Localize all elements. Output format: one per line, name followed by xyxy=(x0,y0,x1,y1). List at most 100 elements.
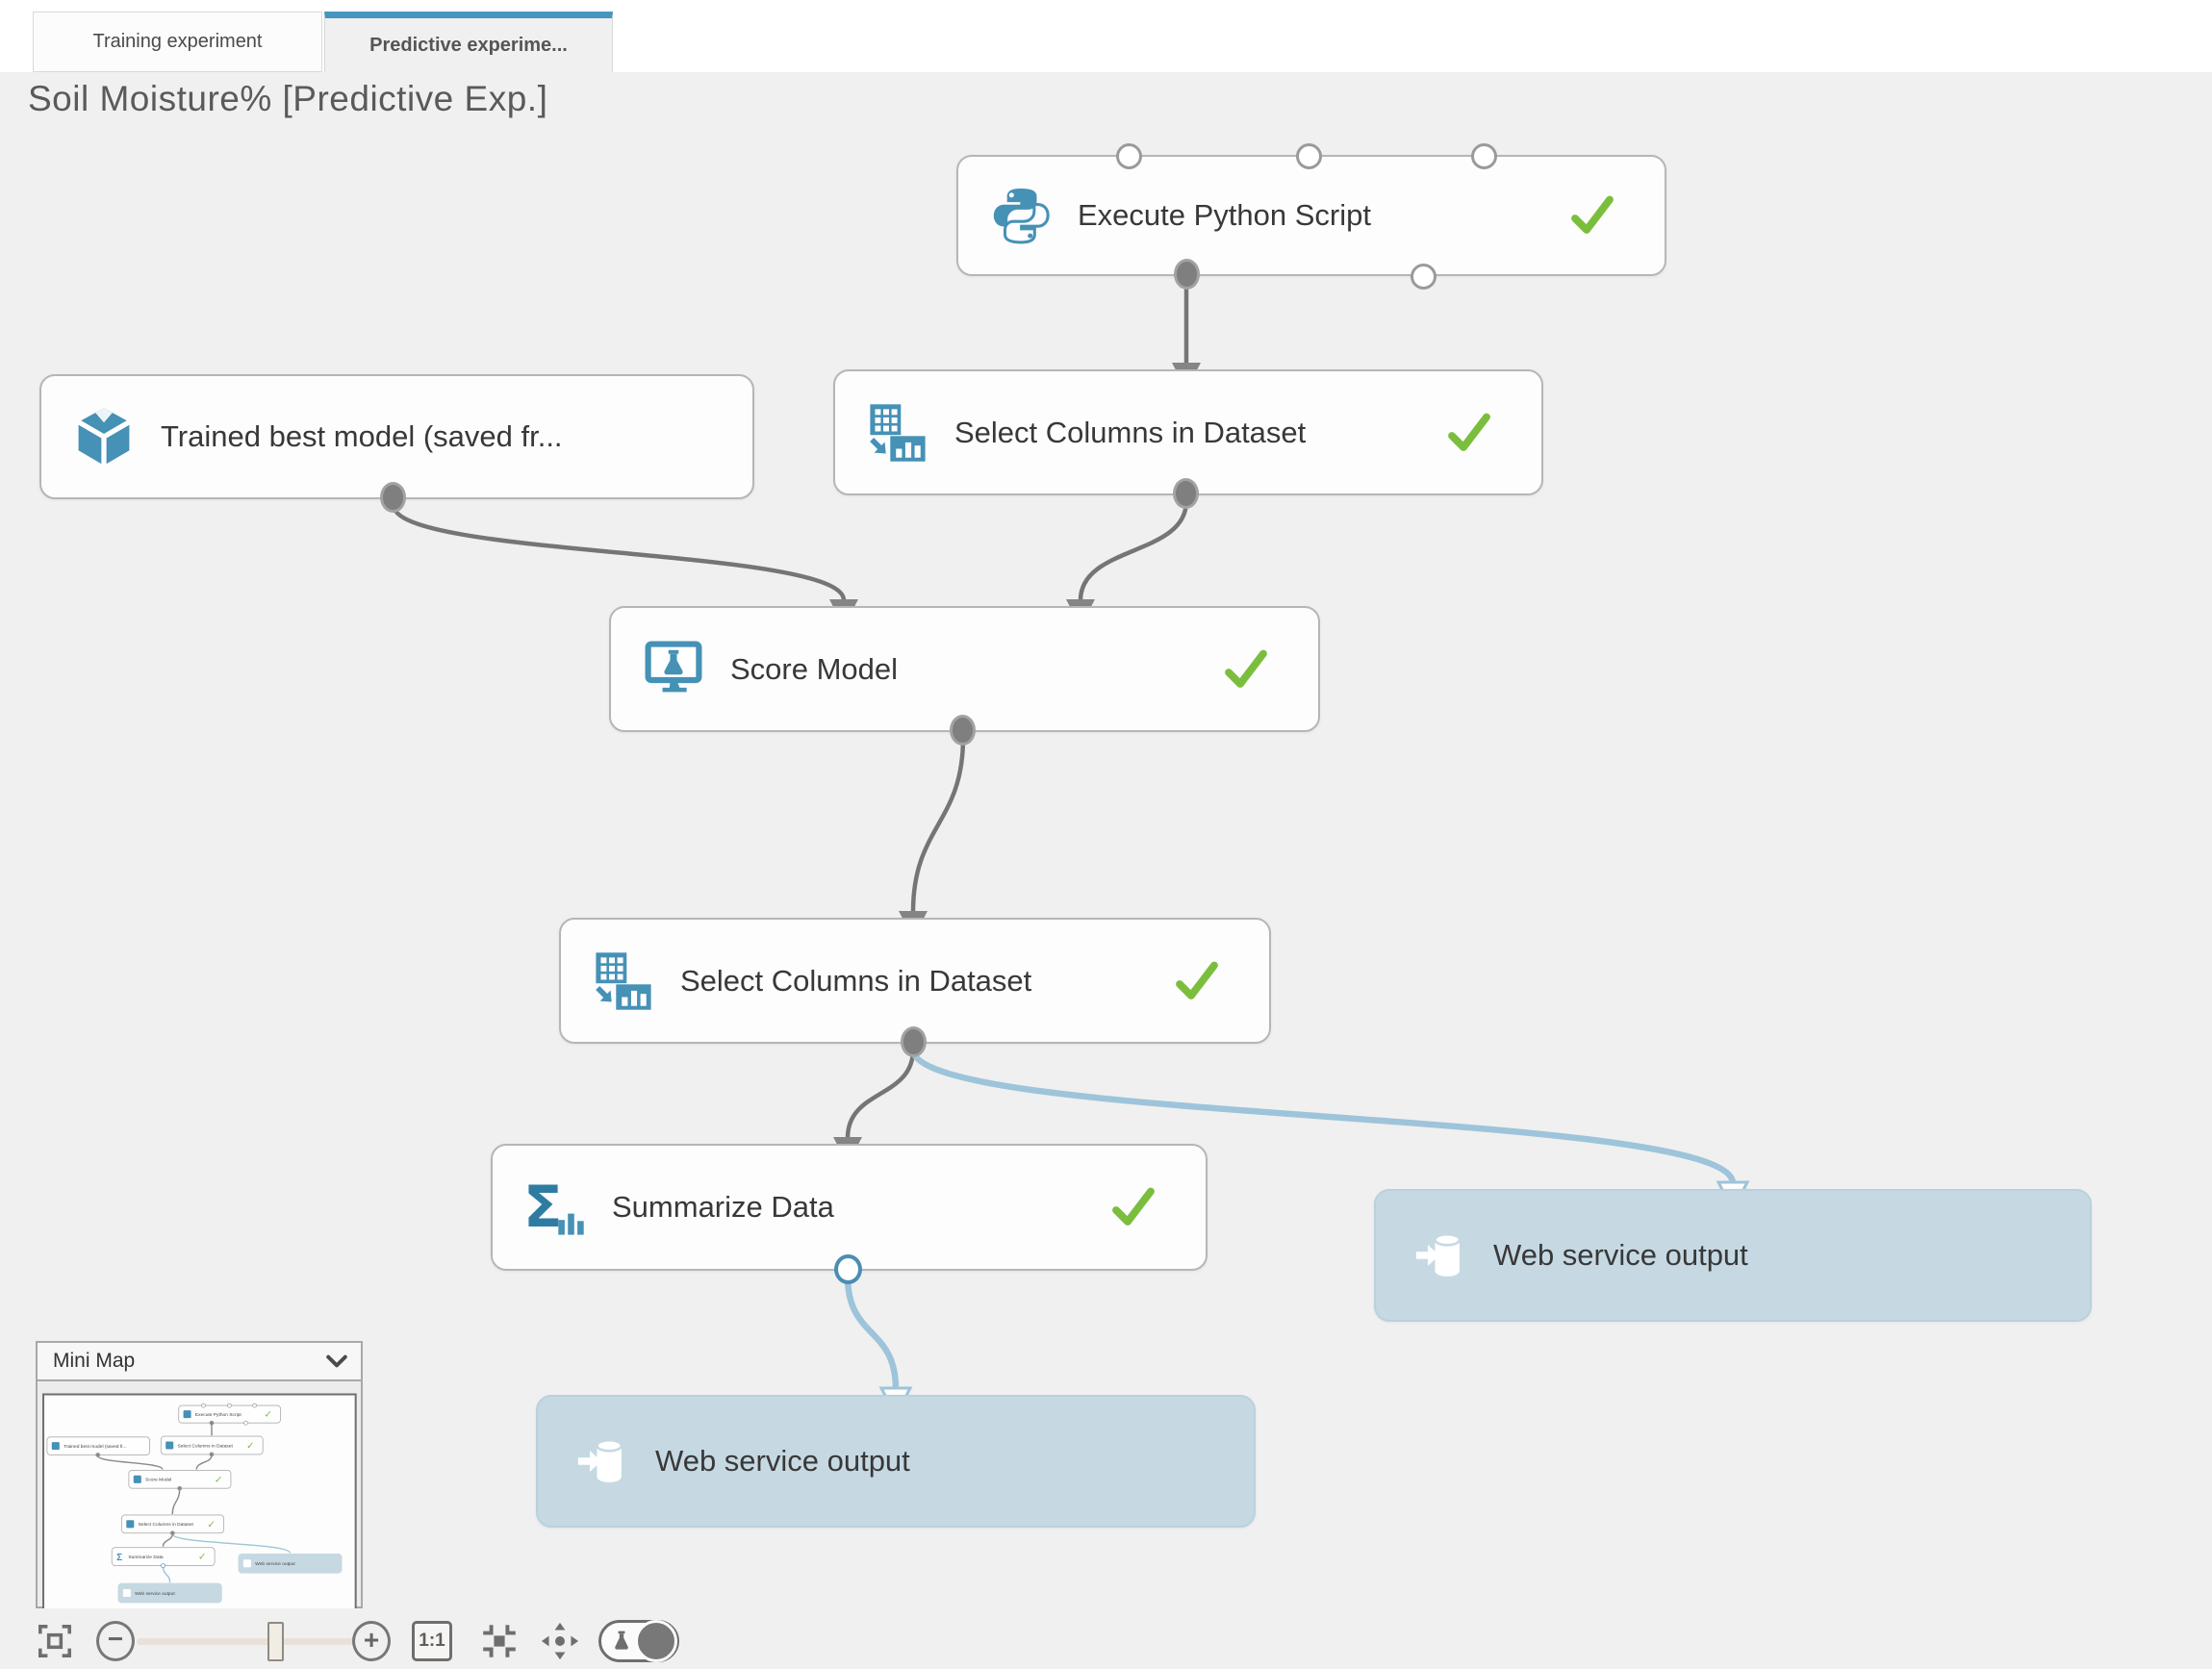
page-title: Soil Moisture% [Predictive Exp.] xyxy=(28,79,548,118)
node-label: Web service output xyxy=(1493,1238,1748,1272)
output-port[interactable] xyxy=(834,1254,863,1284)
output-port[interactable] xyxy=(379,482,406,513)
minus-icon: − xyxy=(107,1623,124,1654)
chevron-down-icon xyxy=(326,1354,347,1368)
web-service-icon xyxy=(576,1434,630,1488)
mini-port xyxy=(252,1403,257,1408)
node-score-model[interactable]: Score Model xyxy=(609,606,1320,746)
mini-map-viewport[interactable]: Execute Python Script ✓ Trained best model… xyxy=(38,1381,361,1608)
node-label: Trained best model (saved fr... xyxy=(161,419,563,453)
output-port[interactable] xyxy=(1173,259,1200,290)
mini-port xyxy=(209,1420,215,1426)
input-port[interactable] xyxy=(1116,143,1143,169)
check-icon xyxy=(1447,413,1491,453)
tab-predictive-experiment[interactable]: Predictive experime... xyxy=(324,12,613,72)
connection-line xyxy=(844,1276,900,1390)
mini-node-icon xyxy=(122,1588,131,1598)
zoom-out-button[interactable]: − xyxy=(96,1621,135,1661)
mini-check-icon: ✓ xyxy=(215,1475,223,1485)
tab-bar: Training experiment Predictive experime.… xyxy=(0,0,2212,72)
mini-connection-line xyxy=(97,1454,164,1471)
mini-port xyxy=(177,1485,183,1491)
node-label: Select Columns in Dataset xyxy=(680,963,1032,998)
output-port[interactable] xyxy=(1172,478,1199,509)
node-label: Execute Python Script xyxy=(1078,198,1371,232)
output-port[interactable] xyxy=(950,715,977,746)
zoom-slider-handle[interactable] xyxy=(267,1622,284,1661)
mini-node-icon xyxy=(126,1520,135,1529)
mini-connection-line xyxy=(195,1454,213,1470)
connection-line xyxy=(909,1049,1737,1184)
mini-port xyxy=(95,1453,101,1457)
node-trained-model[interactable]: Trained best model (saved fr... xyxy=(39,374,754,513)
summarize-icon: Σ xyxy=(523,1175,587,1241)
canvas-toolbar: − + 1:1 xyxy=(0,1620,866,1668)
fit-selection-button[interactable] xyxy=(479,1621,520,1661)
tab-label: Training experiment xyxy=(92,31,263,52)
mini-check-icon: ✓ xyxy=(198,1553,207,1563)
mini-node-label: Trained best model (saved fr... xyxy=(64,1444,126,1450)
node-execute-python-script[interactable]: Execute Python Script xyxy=(956,143,1666,290)
mini-node-label: Select Columns in Dataset xyxy=(139,1522,194,1528)
input-port[interactable] xyxy=(1295,143,1322,169)
mini-node-icon xyxy=(242,1559,251,1568)
toggle-knob xyxy=(635,1620,677,1662)
mini-node-label: Summarize Data xyxy=(128,1555,163,1560)
mini-connection-line xyxy=(171,1532,292,1555)
mini-port xyxy=(243,1420,248,1426)
connection-line xyxy=(845,1049,916,1139)
mini-node-icon xyxy=(183,1410,191,1419)
mini-map-header[interactable]: Mini Map xyxy=(38,1343,361,1381)
flask-icon xyxy=(615,1631,628,1650)
mini-node-label: Web service output xyxy=(135,1591,175,1597)
check-icon xyxy=(1111,1187,1156,1227)
output-port[interactable] xyxy=(900,1026,927,1057)
node-label: Score Model xyxy=(730,651,899,686)
node-summarize-data[interactable]: Σ Summarize Data xyxy=(491,1144,1208,1284)
mini-node-label: Select Columns in Dataset xyxy=(178,1443,234,1449)
mini-check-icon: ✓ xyxy=(207,1520,216,1530)
zoom-in-button[interactable]: + xyxy=(352,1621,391,1661)
actual-size-button[interactable]: 1:1 xyxy=(412,1621,452,1661)
input-port[interactable] xyxy=(1470,143,1497,169)
node-select-columns-2[interactable]: Select Columns in Dataset xyxy=(559,918,1271,1057)
web-service-icon xyxy=(1414,1228,1468,1282)
pan-button[interactable] xyxy=(539,1620,581,1662)
mini-check-icon: ✓ xyxy=(264,1410,272,1421)
node-web-service-output-1[interactable]: Web service output xyxy=(1374,1189,2092,1322)
mini-node-label: Web service output xyxy=(255,1561,295,1567)
experiment-view-toggle[interactable] xyxy=(598,1620,679,1662)
mini-map-title: Mini Map xyxy=(53,1350,136,1372)
score-model-icon xyxy=(642,638,705,701)
mini-node-icon: Σ xyxy=(116,1553,122,1563)
node-web-service-output-2[interactable]: Web service output xyxy=(536,1395,1256,1528)
connection-line xyxy=(391,504,847,601)
mini-connection-line xyxy=(162,1533,173,1547)
svg-text:Σ: Σ xyxy=(523,1176,563,1239)
connection-line xyxy=(910,737,966,913)
mini-port xyxy=(161,1563,165,1568)
node-label: Summarize Data xyxy=(612,1190,834,1224)
mini-node-icon xyxy=(51,1442,60,1451)
mini-port xyxy=(201,1403,206,1408)
check-icon xyxy=(1570,195,1615,236)
output-port[interactable] xyxy=(1411,264,1437,290)
fit-to-screen-button[interactable] xyxy=(37,1623,73,1659)
mini-node-label: Execute Python Script xyxy=(195,1412,242,1418)
mini-node-icon xyxy=(165,1441,174,1450)
check-icon xyxy=(1175,961,1219,1001)
select-columns-icon xyxy=(866,401,929,465)
tab-training-experiment[interactable]: Training experiment xyxy=(33,12,322,72)
connection-line xyxy=(1078,500,1189,601)
check-icon xyxy=(1224,649,1268,690)
node-select-columns-1[interactable]: Select Columns in Dataset xyxy=(833,369,1543,509)
mini-map-panel: Mini Map Execute Python Script ✓ Trained b… xyxy=(36,1341,363,1608)
mini-node-label: Score Model xyxy=(145,1478,171,1483)
mini-node-icon xyxy=(133,1475,141,1483)
zoom-slider[interactable] xyxy=(137,1622,354,1661)
mini-node-web-service-output-2 xyxy=(117,1582,222,1604)
node-label: Select Columns in Dataset xyxy=(954,415,1307,449)
plus-icon: + xyxy=(363,1624,380,1655)
mini-connection-line xyxy=(171,1489,181,1515)
